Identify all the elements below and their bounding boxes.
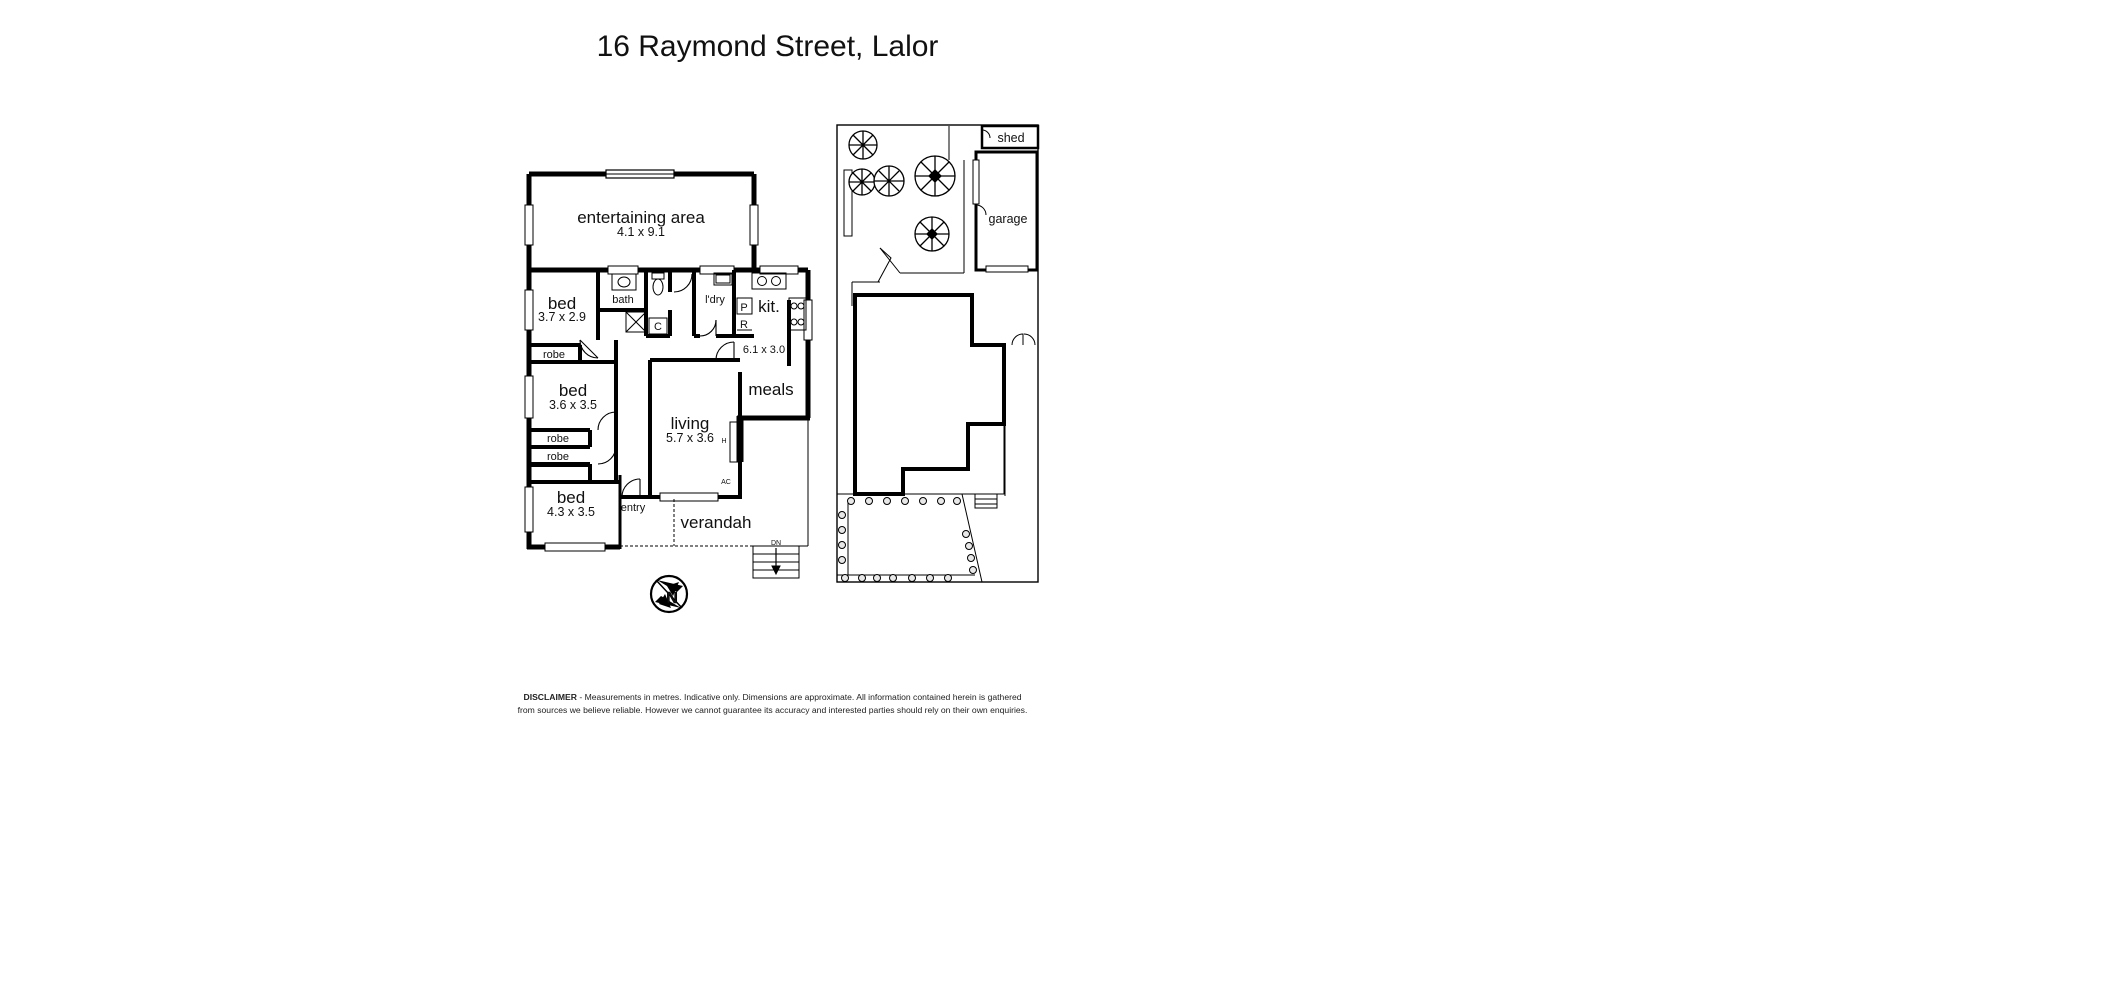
entry-label: entry xyxy=(621,502,646,514)
stairs-down-label: DN xyxy=(771,540,781,547)
disclaimer-line-2: from sources we believe reliable. Howeve… xyxy=(517,704,1028,715)
fridge-label: R xyxy=(740,319,748,331)
disclaimer-line-1: DISCLAIMER - Measurements in metres. Ind… xyxy=(470,691,1075,704)
tree-icon xyxy=(873,165,905,197)
north-label: N xyxy=(666,590,678,607)
door-swings xyxy=(579,273,735,498)
tree-icon xyxy=(848,130,878,160)
bed2-dims: 3.6 x 3.5 xyxy=(549,398,597,412)
bed1-dims: 3.7 x 2.9 xyxy=(538,310,586,324)
pantry-label: P xyxy=(740,302,747,314)
robe2-label: robe xyxy=(547,433,569,445)
disclaimer: DISCLAIMER - Measurements in metres. Ind… xyxy=(470,691,1075,716)
trees xyxy=(848,130,956,252)
bed3-label: bed xyxy=(557,488,585,507)
robe1-label: robe xyxy=(543,349,565,361)
tree-icon xyxy=(914,216,950,252)
entertaining-label: entertaining area xyxy=(577,208,705,227)
verandah-label: verandah xyxy=(681,513,752,532)
disclaimer-line-1-text: - Measurements in metres. Indicative onl… xyxy=(576,692,1022,702)
kitchen-dims: 6.1 x 3.0 xyxy=(743,344,785,356)
bed1-label: bed xyxy=(548,294,576,313)
disclaimer-heading: DISCLAIMER xyxy=(523,692,577,702)
north-arrow-icon: N xyxy=(649,574,689,614)
cupboard-label: C xyxy=(654,321,662,333)
site-boundary xyxy=(836,124,1039,583)
aircon-label: AC xyxy=(721,479,731,486)
shed-label: shed xyxy=(997,131,1024,145)
bed3-dims: 4.3 x 3.5 xyxy=(547,505,595,519)
living-dims: 5.7 x 3.6 xyxy=(666,431,714,445)
house-footprint xyxy=(853,293,1006,496)
robe3-label: robe xyxy=(547,451,569,463)
laundry-label: l'dry xyxy=(705,294,725,306)
shed-outline xyxy=(980,124,1040,150)
entertaining-dims: 4.1 x 9.1 xyxy=(617,225,665,239)
heater-label: H xyxy=(721,438,726,445)
bath-label: bath xyxy=(612,294,633,306)
page-title: 16 Raymond Street, Lalor xyxy=(596,30,939,63)
meals-label: meals xyxy=(748,380,793,399)
entry-steps xyxy=(752,545,800,579)
entertaining-area-walls xyxy=(524,169,759,272)
house-floor-plan xyxy=(524,169,813,579)
kitchen-label: kit. xyxy=(758,297,780,316)
fixtures xyxy=(611,272,807,463)
shrubs xyxy=(838,497,977,582)
bed2-label: bed xyxy=(559,381,587,400)
living-label: living xyxy=(671,414,710,433)
house-labels: entertaining area 4.1 x 9.1 bed 3.7 x 2.… xyxy=(538,208,794,547)
tree-icon xyxy=(914,155,956,197)
tree-icon xyxy=(848,168,876,196)
garage-label: garage xyxy=(989,212,1028,226)
house-internal-walls xyxy=(529,270,791,499)
site-plan xyxy=(836,124,1040,583)
